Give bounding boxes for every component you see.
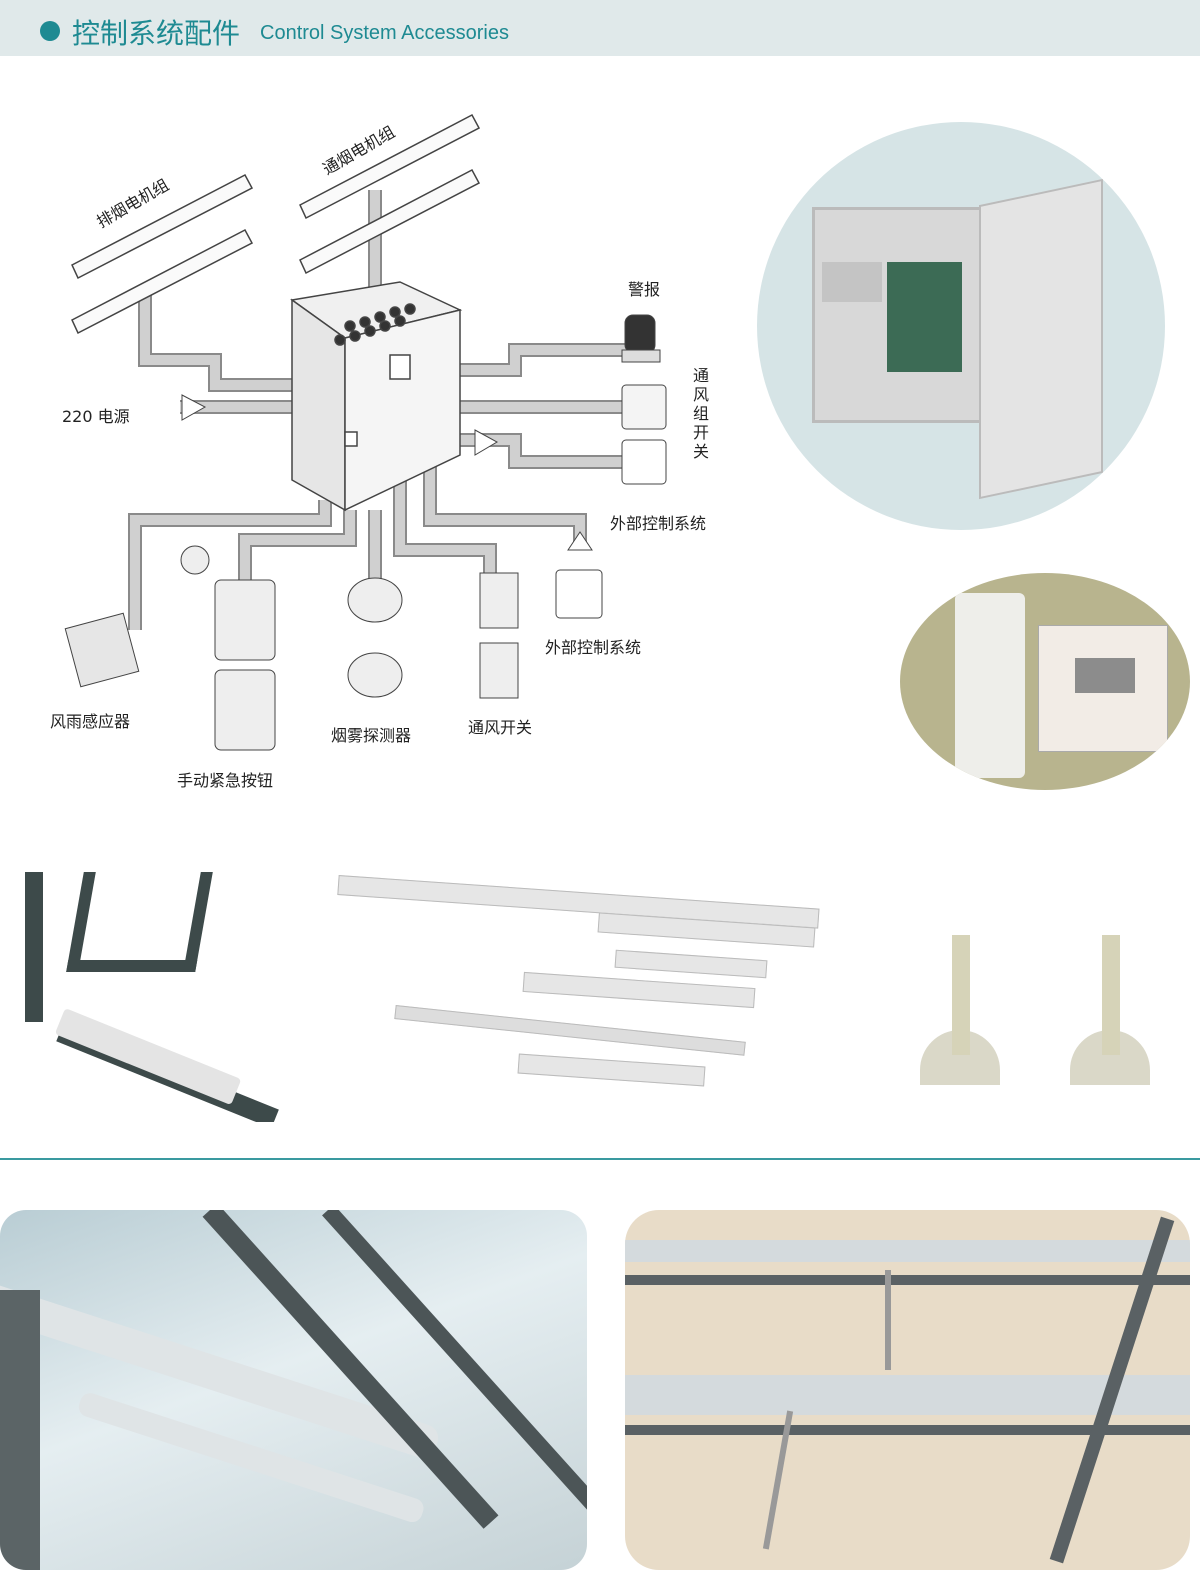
- control-system-diagram: [64, 113, 667, 751]
- label-wind-rain-sensor: 风雨感应器: [50, 712, 131, 731]
- section-divider: [0, 1158, 1200, 1160]
- chain-actuators-photo: [330, 860, 820, 1130]
- wall-controller-photo: [900, 573, 1190, 790]
- label-external-control-1: 外部控制系统: [610, 514, 707, 533]
- label-external-control-2: 外部控制系统: [545, 638, 642, 657]
- alarm-device: [621, 314, 661, 363]
- skylight-actuators-photo: [0, 1210, 587, 1570]
- vent-group-switch-panel: [621, 384, 667, 430]
- motor-bars: [71, 113, 481, 335]
- label-vent-switch: 通风开关: [468, 718, 533, 737]
- section-title-cn: 控制系统配件: [72, 17, 241, 50]
- label-smoke-detector: 烟雾探测器: [331, 726, 412, 745]
- wind-rain-sensors-photo: [840, 880, 1195, 1130]
- control-box: [290, 281, 463, 512]
- section-title-en: Control System Accessories: [260, 22, 509, 44]
- section-header: 控制系统配件 Control System Accessories: [0, 0, 1200, 56]
- label-alarm: 警报: [628, 280, 661, 299]
- window-actuator-photo: [0, 872, 292, 1122]
- label-power-220: 220 电源: [62, 407, 130, 426]
- bullet-icon: [40, 21, 60, 41]
- label-manual-emergency-button: 手动紧急按钮: [177, 771, 274, 790]
- control-cabinet-photo: [757, 122, 1165, 530]
- roof-window-actuators-photo: [625, 1210, 1190, 1570]
- label-vent-group-switch: 通风组开关: [693, 366, 710, 461]
